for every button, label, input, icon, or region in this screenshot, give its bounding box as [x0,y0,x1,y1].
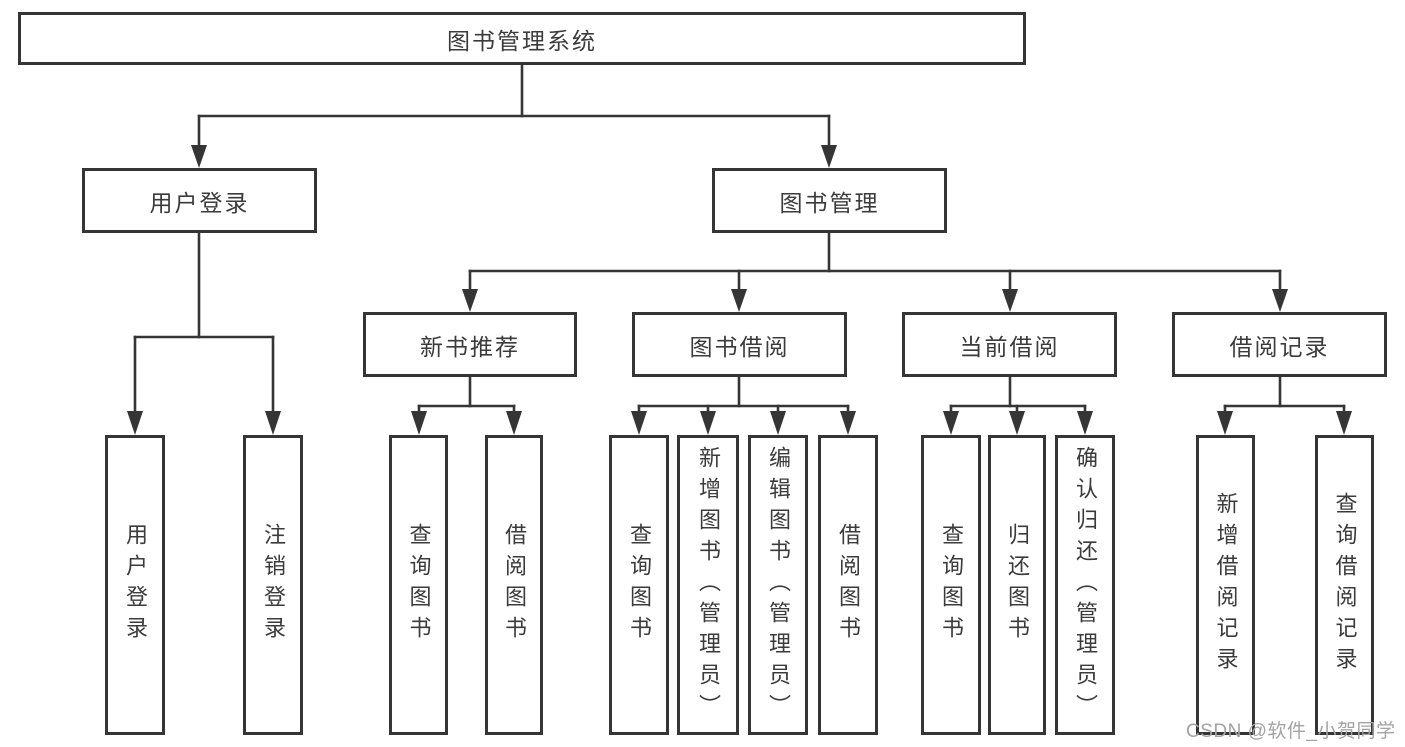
arrowhead [462,289,478,312]
csdn-watermark: CSDN @软件_小贺同学 [1186,721,1396,742]
node-root-label: 图书管理系统 [447,27,597,54]
node-book-borrow: 图书借阅 [632,312,847,377]
leaf-borrow-books-borrow-label: 借阅图书 [836,523,861,647]
edge-currentborrow-to-leaves [943,375,1093,435]
leaf-user-login-label: 用户登录 [123,523,148,647]
arrowhead [731,289,747,312]
arrowhead [1002,289,1018,312]
leaf-logout: 注销登录 [243,435,303,735]
edge-borrowrecords-to-leaves [1217,375,1352,435]
arrowhead [943,411,959,435]
node-book-borrow-label: 图书借阅 [689,333,790,360]
node-user-login-label: 用户登录 [149,189,250,216]
arrowhead [1336,411,1352,435]
arrowhead [840,411,856,435]
leaf-query-books-newrec-label: 查询图书 [406,523,432,647]
leaf-add-books-admin: 新增图书（管理员） [677,435,739,735]
node-book-management-label: 图书管理 [779,189,880,216]
leaf-query-borrow-record-label: 查询借阅记录 [1332,492,1358,678]
leaf-logout-label: 注销登录 [261,523,286,647]
arrowhead [700,411,716,435]
arrowhead [821,145,837,168]
edge-bookmgmt-to-level3 [462,231,1288,312]
arrowhead [1077,411,1093,435]
leaf-borrow-books-newrec-label: 借阅图书 [502,523,527,647]
leaf-edit-books-admin: 编辑图书（管理员） [748,435,808,735]
leaf-confirm-return-admin-label: 确认归还（管理员） [1073,445,1098,725]
arrowhead [411,411,427,435]
leaf-add-borrow-record: 新增借阅记录 [1196,435,1255,735]
arrowhead [1217,411,1233,435]
leaf-query-books-current: 查询图书 [921,435,981,735]
edge-bookborrow-to-leaves [631,375,856,435]
node-user-login: 用户登录 [82,168,317,233]
node-borrow-records: 借阅记录 [1172,312,1387,377]
arrowhead [127,411,143,435]
arrowhead [770,411,786,435]
leaf-edit-books-admin-label: 编辑图书（管理员） [766,445,791,725]
arrowhead [506,411,522,435]
edge-userlogin-to-leaves [127,231,281,435]
leaf-user-login: 用户登录 [105,435,165,735]
leaf-borrow-books-borrow: 借阅图书 [818,435,878,735]
node-book-management: 图书管理 [712,168,947,233]
leaf-query-books-borrow: 查询图书 [609,435,669,735]
node-new-book-recommend-label: 新书推荐 [420,333,520,360]
arrowhead [1272,289,1288,312]
leaf-return-books-label: 归还图书 [1005,523,1030,647]
leaf-borrow-books-newrec: 借阅图书 [485,435,543,735]
node-new-book-recommend: 新书推荐 [363,312,577,377]
arrowhead [1009,411,1025,435]
leaf-query-books-newrec: 查询图书 [389,435,448,735]
node-root: 图书管理系统 [18,12,1026,65]
leaf-return-books: 归还图书 [988,435,1046,735]
leaf-query-books-current-label: 查询图书 [939,523,964,647]
node-current-borrow: 当前借阅 [902,312,1117,377]
leaf-add-books-admin-label: 新增图书（管理员） [696,445,721,725]
arrowhead [191,145,207,168]
node-current-borrow-label: 当前借阅 [959,333,1060,360]
edge-newbookrec-to-leaves [411,375,522,435]
edge-root-to-level2 [191,62,837,168]
arrowhead [265,411,281,435]
arrowhead [631,411,647,435]
leaf-add-borrow-record-label: 新增借阅记录 [1213,492,1239,678]
leaf-query-books-borrow-label: 查询图书 [627,523,652,647]
leaf-confirm-return-admin: 确认归还（管理员） [1055,435,1115,735]
node-borrow-records-label: 借阅记录 [1229,333,1330,360]
leaf-query-borrow-record: 查询借阅记录 [1315,435,1374,735]
